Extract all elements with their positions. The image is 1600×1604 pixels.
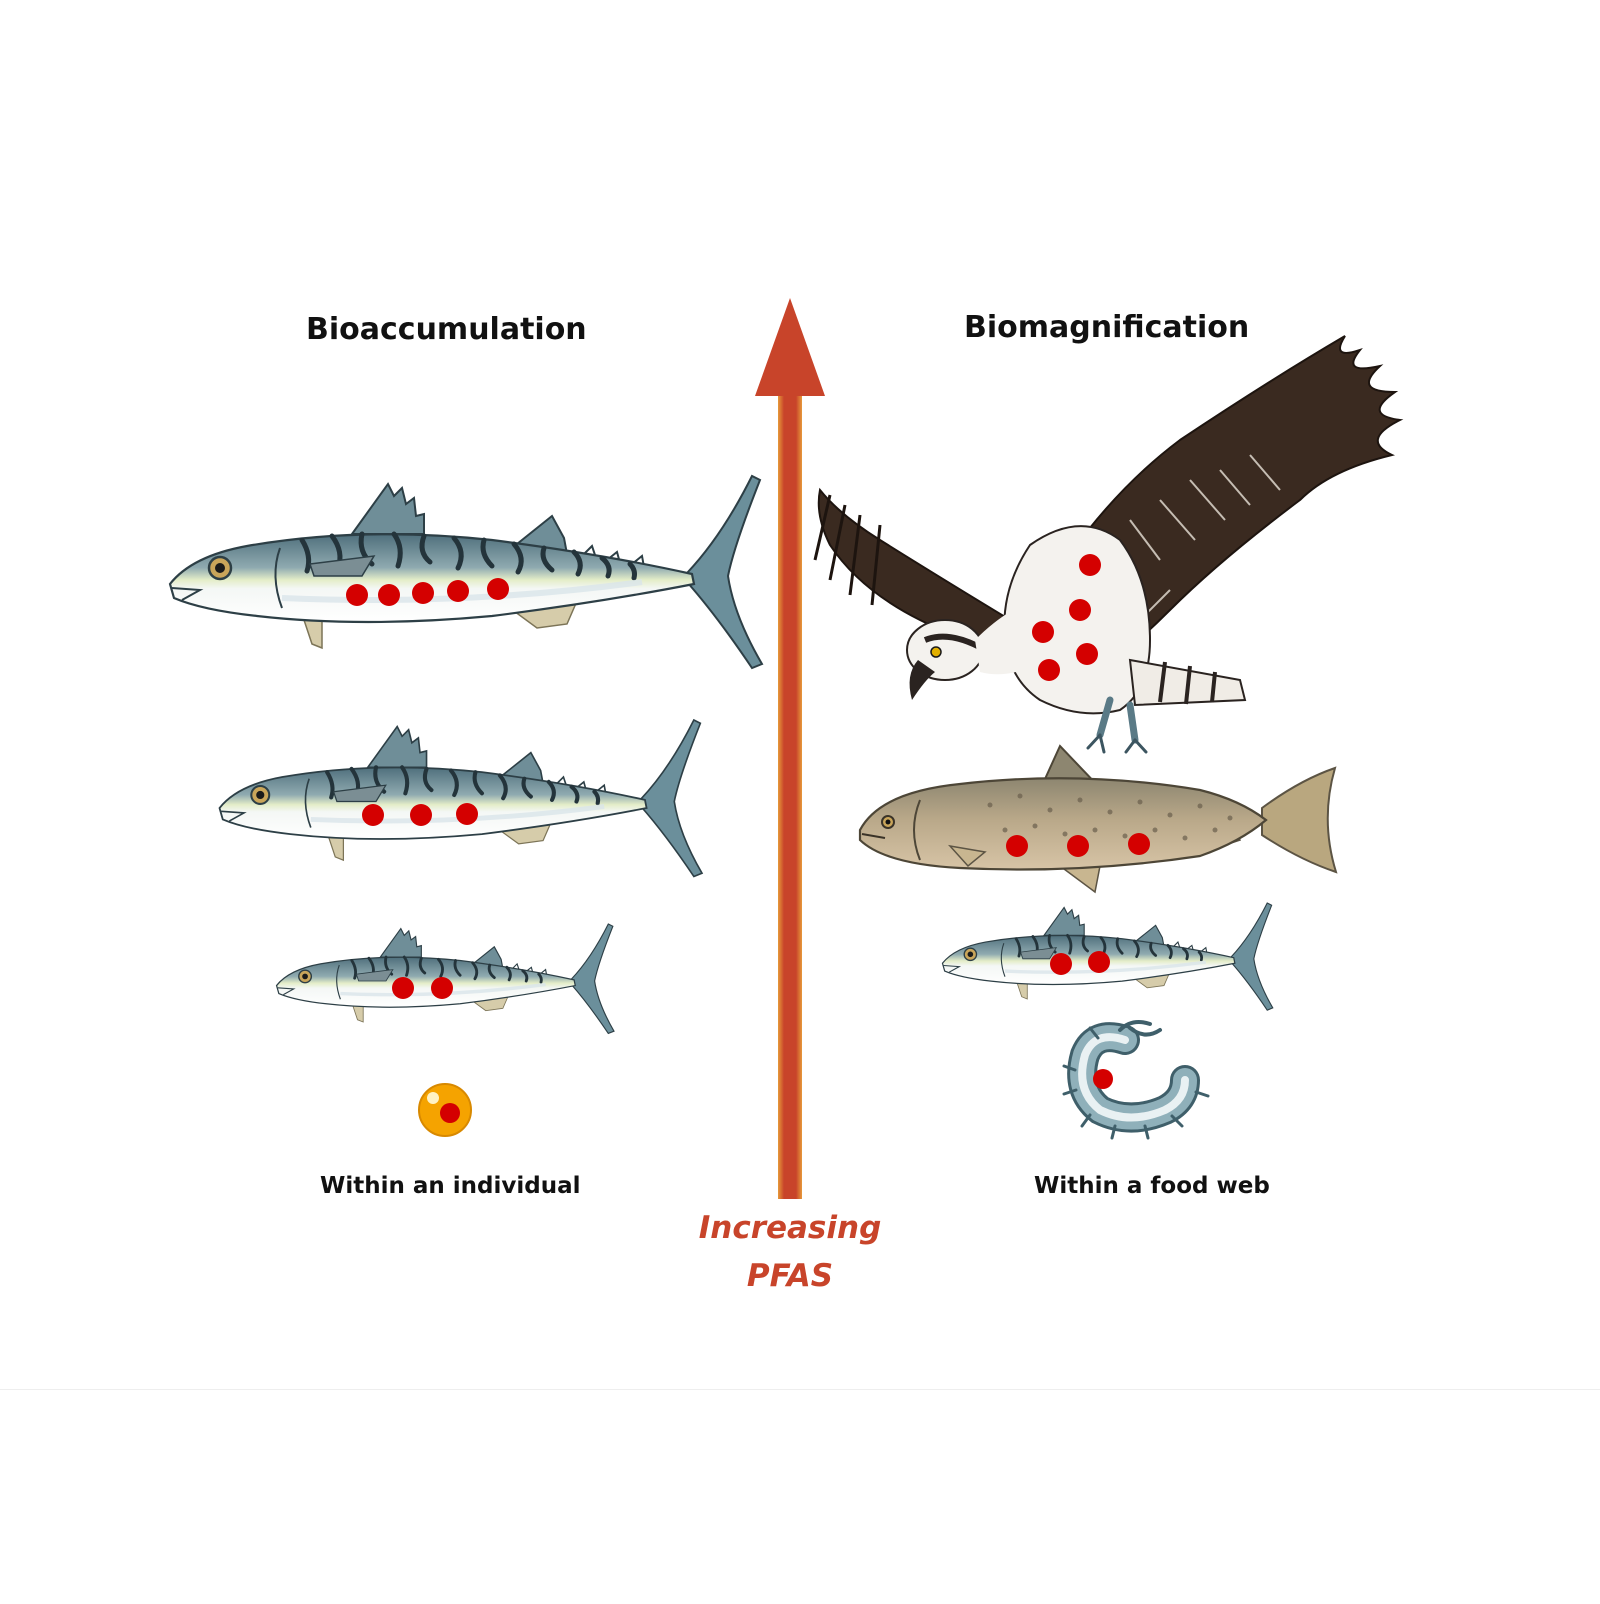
heading-bioaccumulation: Bioaccumulation bbox=[306, 312, 587, 347]
osprey-icon bbox=[813, 335, 1404, 754]
contaminant-dots bbox=[346, 554, 1150, 1089]
pfas-dot-osprey bbox=[1069, 599, 1091, 621]
pfas-arrow-shaft bbox=[778, 392, 802, 1199]
worm-icon bbox=[1062, 1020, 1210, 1140]
pfas-dot-trout bbox=[1128, 833, 1150, 855]
pfas-dot-medium-mackerel bbox=[456, 803, 478, 825]
caption-within-individual: Within an individual bbox=[320, 1173, 581, 1199]
pfas-dot-medium-mackerel bbox=[362, 804, 384, 826]
egg-icon bbox=[418, 1083, 472, 1137]
pfas-arrow-head bbox=[755, 298, 825, 396]
medium-mackerel bbox=[220, 720, 702, 876]
pfas-dot-large-mackerel bbox=[447, 580, 469, 602]
pfas-dot-trout bbox=[1006, 835, 1028, 857]
pfas-dot-osprey bbox=[1076, 643, 1098, 665]
arrow-label-pfas: PFAS bbox=[746, 1258, 834, 1294]
pfas-dot-medium-mackerel bbox=[410, 804, 432, 826]
pfas-dot-large-mackerel bbox=[487, 578, 509, 600]
pfas-dot-trout bbox=[1067, 835, 1089, 857]
bottom-divider bbox=[0, 1389, 1600, 1390]
pfas-dot-large-mackerel bbox=[378, 584, 400, 606]
arrow-label-increasing: Increasing bbox=[698, 1210, 882, 1246]
heading-biomagnification: Biomagnification bbox=[964, 310, 1250, 345]
pfas-dot-large-mackerel bbox=[412, 582, 434, 604]
pfas-dot-osprey bbox=[1079, 554, 1101, 576]
large-mackerel bbox=[170, 476, 762, 668]
pfas-dot-worm bbox=[1093, 1069, 1113, 1089]
pfas-dot-mackerel bbox=[1050, 953, 1072, 975]
pfas-dot-large-mackerel bbox=[346, 584, 368, 606]
pfas-dot-osprey bbox=[1032, 621, 1054, 643]
pfas-dot-small-mackerel bbox=[431, 977, 453, 999]
trout-icon bbox=[858, 744, 1338, 894]
pfas-dot-osprey bbox=[1038, 659, 1060, 681]
caption-within-food-web: Within a food web bbox=[1034, 1173, 1270, 1199]
pfas-dot-mackerel bbox=[1088, 951, 1110, 973]
pfas-dot-small-mackerel bbox=[392, 977, 414, 999]
